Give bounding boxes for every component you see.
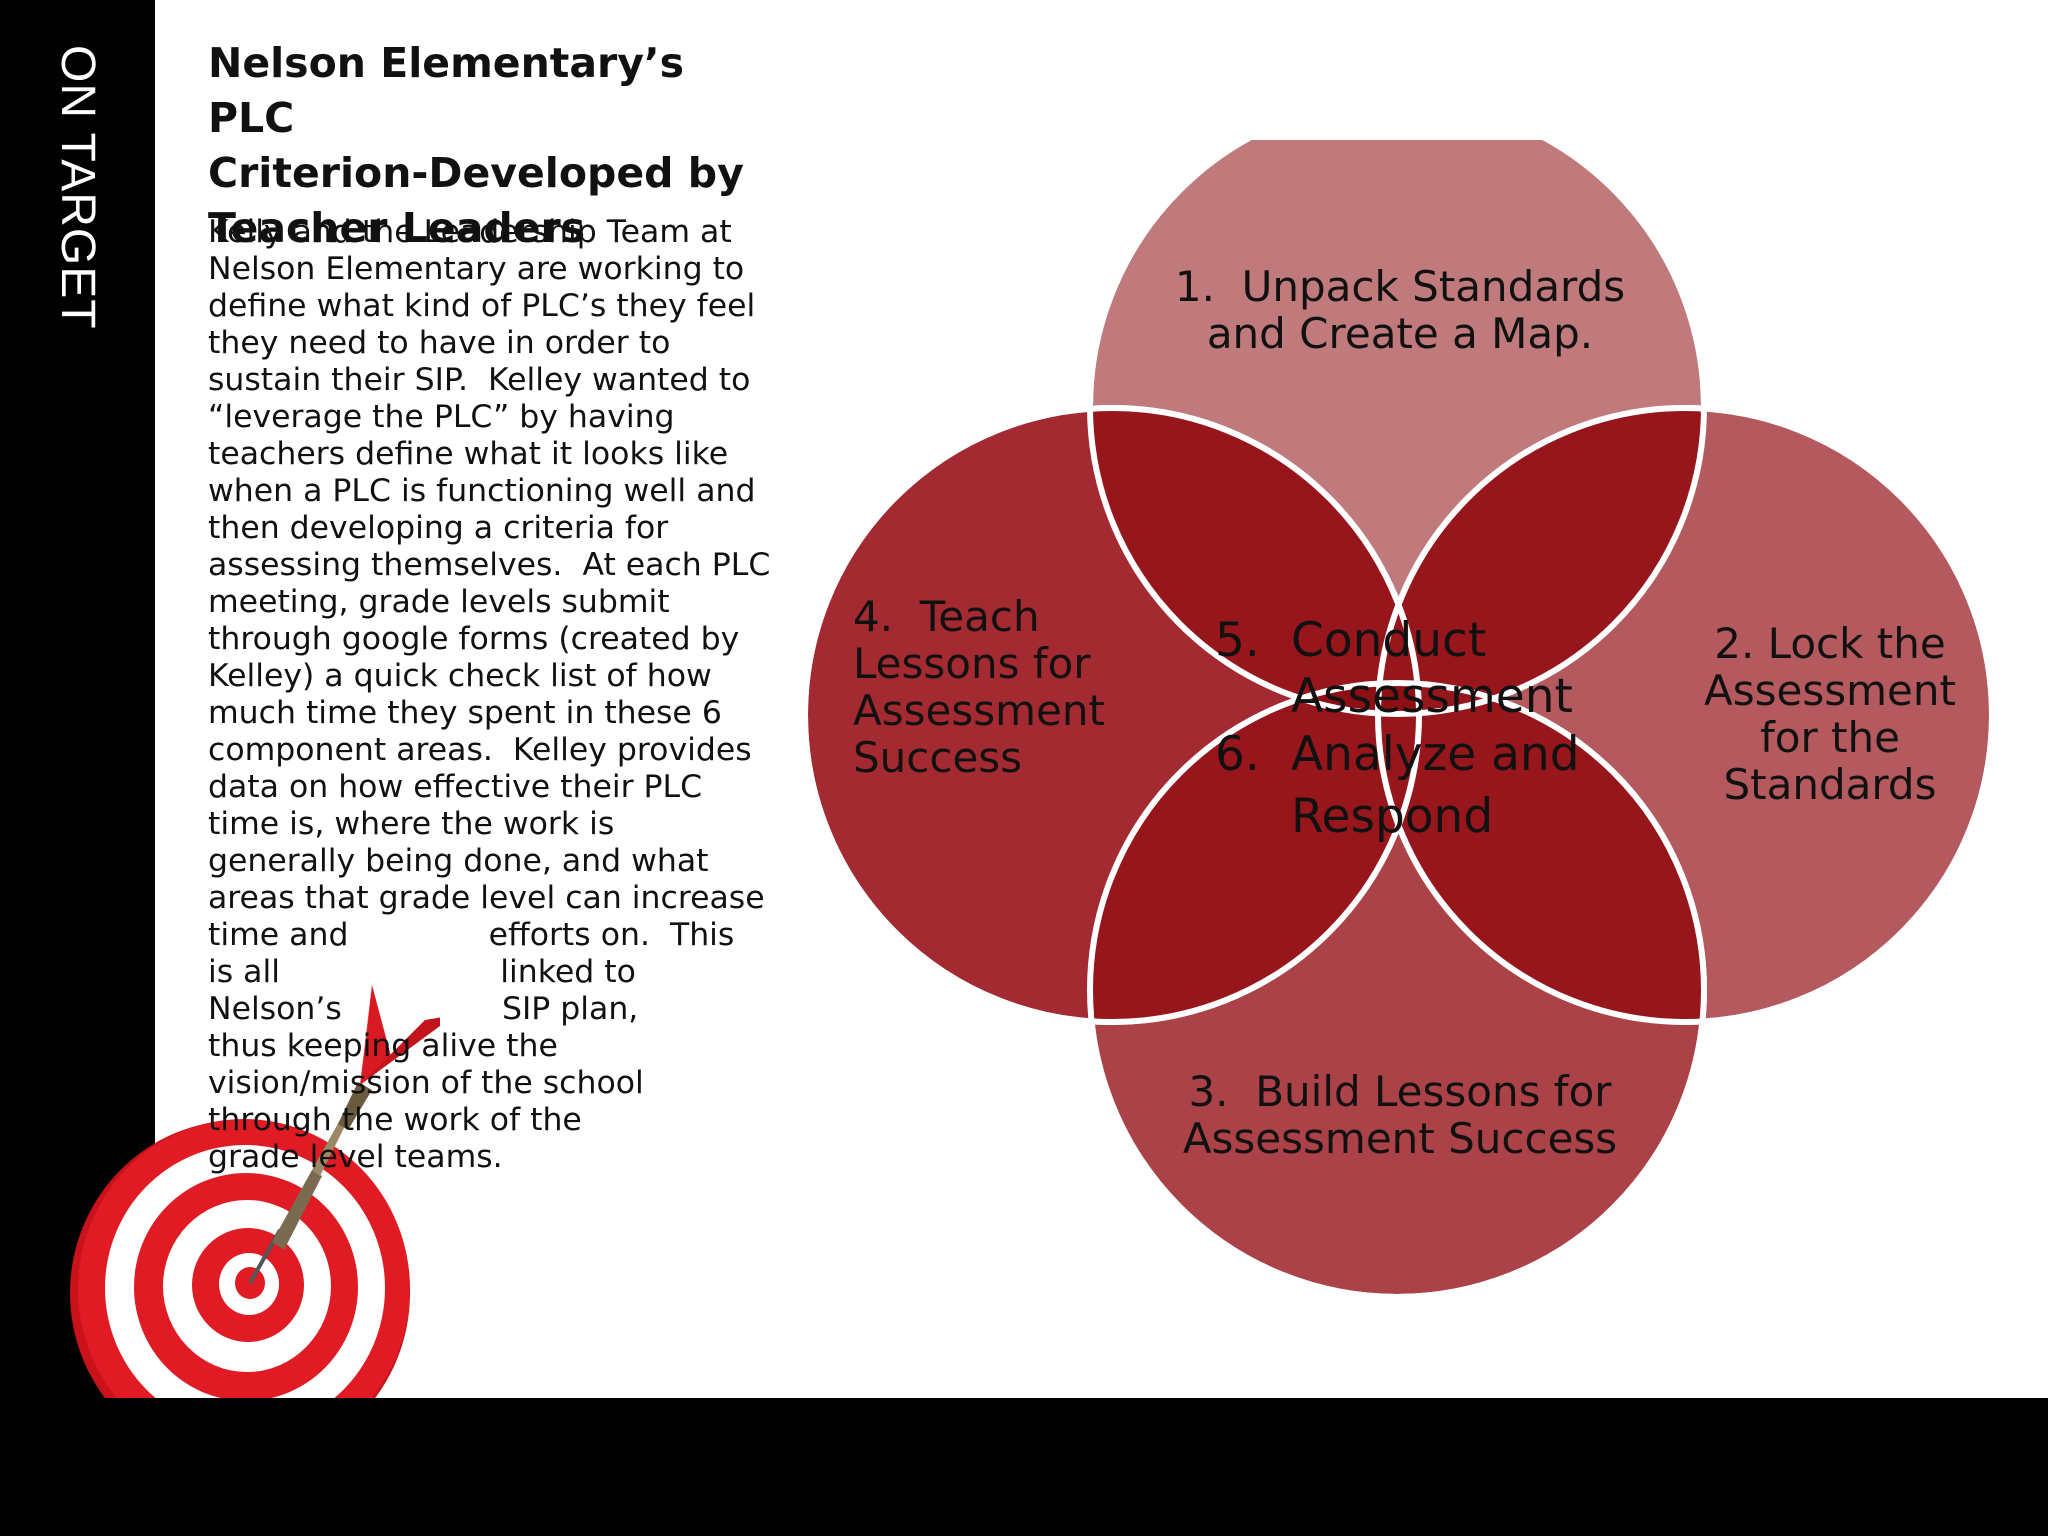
body-line: vision/mission of the school xyxy=(208,1065,644,1101)
label-line: Analyze and xyxy=(1291,727,1580,782)
body-line: time is, where the work is xyxy=(208,806,615,842)
label-line: for the xyxy=(1759,713,1901,762)
body-line: areas that grade level can increase xyxy=(208,880,765,916)
body-line: “leverage the PLC” by having xyxy=(208,399,675,435)
body-line: grade level teams. xyxy=(208,1139,503,1175)
label-line: 3. Build Lessons for xyxy=(1188,1067,1612,1116)
dartboard-illustration xyxy=(70,985,440,1466)
page-title: Nelson Elementary’s PLC Criterion-Develo… xyxy=(208,36,768,256)
body-line: generally being done, and what xyxy=(208,843,709,879)
label-line: Assessment Success xyxy=(1182,1114,1618,1163)
body-line: define what kind of PLC’s they feel xyxy=(208,288,756,324)
bottom-bar xyxy=(0,1398,2048,1536)
body-line: they need to have in order to xyxy=(208,325,671,361)
body-line: much time they spent in these 6 xyxy=(208,695,722,731)
body-line: assessing themselves. At each PLC xyxy=(208,547,771,583)
body-line: when a PLC is functioning well and xyxy=(208,473,756,509)
label-line: Assessment xyxy=(1704,666,1956,715)
center-item-number: 5. xyxy=(1215,613,1260,668)
overlap-top-right xyxy=(1378,408,1704,714)
body-line: then developing a criteria for xyxy=(208,510,669,546)
body-line: through google forms (created by xyxy=(208,621,740,657)
body-line: component areas. Kelley provides xyxy=(208,732,752,768)
body-line: meeting, grade levels submit xyxy=(208,584,670,620)
body-line: Nelson Elementary are working to xyxy=(208,251,745,287)
title-line: Criterion-Developed by xyxy=(208,149,744,197)
sidebar-label: ON TARGET xyxy=(51,45,104,330)
label-line: 1. Unpack Standards xyxy=(1174,262,1626,311)
outline-left xyxy=(802,405,1422,1025)
center-item-number: 6. xyxy=(1215,727,1260,782)
label-circle-3: 3. Build Lessons for Assessment Success xyxy=(1150,1068,1650,1162)
body-line: Nelson’s SIP plan, xyxy=(208,991,639,1027)
label-line: 2. Lock the xyxy=(1714,619,1946,668)
label-line: Assessment xyxy=(853,686,1105,735)
body-line: time and efforts on. This xyxy=(208,917,735,953)
label-circle-2: 2. Lock the Assessment for the Standards xyxy=(1700,620,1960,808)
body-line: thus keeping alive the xyxy=(208,1028,558,1064)
title-line: Teacher Leaders xyxy=(208,204,586,252)
body-paragraph: Kelly and the Leadership Team at Nelson … xyxy=(208,214,771,1176)
title-line: Nelson Elementary’s PLC xyxy=(208,39,684,142)
dart-icon xyxy=(248,985,440,1284)
body-line: data on how effective their PLC xyxy=(208,769,703,805)
label-line: Conduct xyxy=(1291,613,1487,668)
body-line: through the work of the xyxy=(208,1102,582,1138)
center-list: 5. Conduct Assessment 6. Analyze and Res… xyxy=(1215,610,1615,848)
label-line: Assessment xyxy=(1291,669,1573,724)
label-circle-1: 1. Unpack Standards and Create a Map. xyxy=(1150,263,1650,357)
body-line: teachers define what it looks like xyxy=(208,436,729,472)
body-line: sustain their SIP. Kelley wanted to xyxy=(208,362,751,398)
overlap-top-left xyxy=(1090,408,1419,714)
body-line: is all linked to xyxy=(208,954,636,990)
label-line: Lessons for xyxy=(853,639,1091,688)
label-line: Success xyxy=(853,733,1023,782)
label-circle-4: 4. Teach Lessons for Assessment Success xyxy=(853,593,1113,781)
outline-right xyxy=(1375,405,1995,1025)
label-line: 4. Teach xyxy=(853,592,1040,641)
label-line: Standards xyxy=(1723,760,1937,809)
outline-bottom xyxy=(1087,680,1707,1300)
center-item-5: 5. Conduct Assessment xyxy=(1215,610,1615,728)
label-line: and Create a Map. xyxy=(1206,309,1594,358)
body-line: Kelley) a quick check list of how xyxy=(208,658,712,694)
center-item-6: 6. Analyze and Respond xyxy=(1215,724,1615,848)
venn-diagram xyxy=(802,140,1995,1300)
target-icon xyxy=(70,1119,410,1466)
label-line: Respond xyxy=(1291,789,1494,844)
body-line: Kelly and the Leadership Team at xyxy=(208,214,732,250)
